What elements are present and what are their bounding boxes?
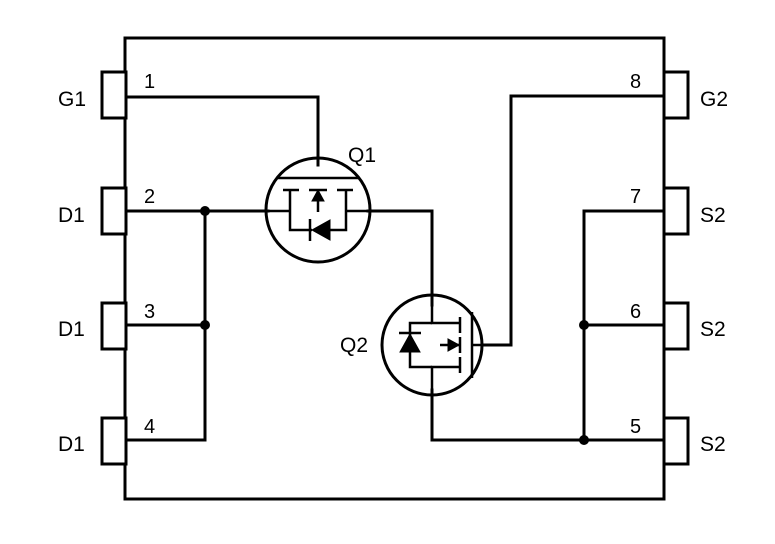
pin-1-number: 1 bbox=[144, 71, 155, 93]
pin-3-name: D1 bbox=[58, 318, 85, 341]
junction-pin-6 bbox=[579, 320, 589, 330]
pin-2-name: D1 bbox=[58, 204, 85, 227]
pin-6-number: 6 bbox=[630, 301, 641, 323]
pin-8-pad bbox=[662, 70, 690, 120]
q1-label: Q1 bbox=[348, 144, 376, 167]
q1-body-circle bbox=[264, 156, 372, 264]
junction-pin-2 bbox=[200, 206, 210, 216]
pin-4-name: D1 bbox=[58, 433, 85, 456]
pin-4-number: 4 bbox=[144, 416, 155, 438]
q2-label: Q2 bbox=[340, 334, 368, 357]
wire-gate-1 bbox=[124, 95, 320, 167]
q1-body-arrow bbox=[311, 188, 325, 202]
package-outline bbox=[123, 36, 666, 501]
pin-7-number: 7 bbox=[630, 186, 641, 208]
pin-8-number: 8 bbox=[630, 71, 641, 93]
q2-diode-triangle bbox=[399, 332, 421, 353]
pin-2-pad bbox=[100, 186, 128, 236]
pin-2-number: 2 bbox=[144, 186, 155, 208]
pin-1-pad bbox=[100, 70, 128, 120]
junction-pin-3 bbox=[200, 320, 210, 330]
transistor-q1 bbox=[264, 156, 372, 264]
q1-source-lead bbox=[330, 190, 348, 232]
transistor-q2 bbox=[380, 293, 484, 397]
pin-5-pad bbox=[662, 416, 690, 466]
wire-gate-2 bbox=[481, 94, 666, 347]
pin-3-number: 3 bbox=[144, 301, 155, 323]
pin-3-pad bbox=[100, 301, 128, 351]
pin-6-pad bbox=[662, 301, 690, 351]
wire-q1-to-q2 bbox=[366, 209, 434, 307]
pin-6-name: S2 bbox=[700, 318, 726, 341]
pin-4-pad bbox=[100, 416, 128, 466]
pin-8-name: G2 bbox=[700, 88, 728, 111]
pin-7-pad bbox=[662, 186, 690, 236]
pin-5-name: S2 bbox=[700, 433, 726, 456]
q1-diode-triangle bbox=[310, 219, 331, 241]
junction-pin-5 bbox=[579, 435, 589, 445]
q2-drain-lead bbox=[430, 305, 460, 325]
pin-5-number: 5 bbox=[630, 416, 641, 438]
q2-source-lead bbox=[430, 365, 460, 390]
q2-body-arrow bbox=[447, 338, 461, 352]
q1-drain-lead bbox=[288, 190, 312, 232]
pin-1-name: G1 bbox=[58, 88, 86, 111]
pin-7-name: S2 bbox=[700, 204, 726, 227]
